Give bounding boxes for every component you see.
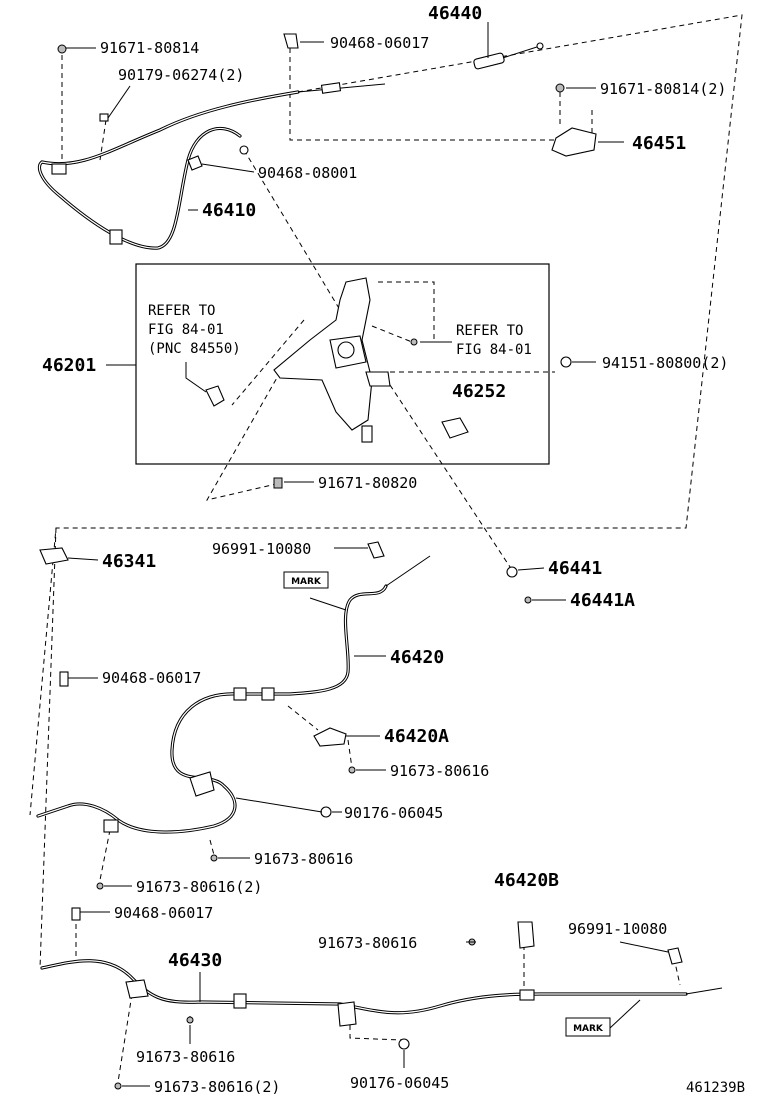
label-46420A: 46420A xyxy=(384,726,449,747)
label-91673-80616-d: 91673-80616 xyxy=(318,934,417,952)
mark-label-a: MARK xyxy=(291,577,322,587)
refer-left-line-2: FIG 84-01 xyxy=(148,322,224,338)
label-46420: 46420 xyxy=(390,647,444,668)
lever-assembly-box xyxy=(135,263,550,465)
label-91671-80814-b: 91671-80814(2) xyxy=(600,80,726,98)
label-90176-06045-a: 90176-06045 xyxy=(344,804,443,822)
label-46420B: 46420B xyxy=(494,870,559,891)
label-46451: 46451 xyxy=(632,133,686,154)
label-46430: 46430 xyxy=(168,950,222,971)
refer-left-line-3: (PNC 84550) xyxy=(148,341,241,357)
label-91671-80814-a: 91671-80814 xyxy=(100,39,199,57)
label-94151-80800: 94151-80800(2) xyxy=(602,354,728,372)
label-46201: 46201 xyxy=(42,355,96,376)
label-91673-80616-e: 91673-80616 xyxy=(136,1048,235,1066)
label-91673-80616-b: 91673-80616 xyxy=(254,850,353,868)
label-90176-06045-b: 90176-06045 xyxy=(350,1074,449,1092)
cables xyxy=(36,45,723,1015)
refer-left-line-1: REFER TO xyxy=(148,303,215,319)
label-91673-80616-f: 91673-80616(2) xyxy=(154,1078,280,1096)
label-91673-80616-a: 91673-80616 xyxy=(390,762,489,780)
label-90468-06017-b: 90468-06017 xyxy=(102,669,201,687)
label-91673-80616-c: 91673-80616(2) xyxy=(136,878,262,896)
mark-box-b xyxy=(565,1017,611,1037)
refer-right-line-1: REFER TO xyxy=(456,323,523,339)
label-90468-08001: 90468-08001 xyxy=(258,164,357,182)
label-46341: 46341 xyxy=(102,551,156,572)
label-46252: 46252 xyxy=(452,381,506,402)
leader-lines xyxy=(66,22,669,1087)
label-96991-10080-b: 96991-10080 xyxy=(568,920,667,938)
mark-box-a xyxy=(283,571,329,589)
label-90468-06017-c: 90468-06017 xyxy=(114,904,213,922)
parts xyxy=(39,33,683,1090)
refer-right-line-2: FIG 84-01 xyxy=(456,342,532,358)
label-46441: 46441 xyxy=(548,558,602,579)
label-90179-06274: 90179-06274(2) xyxy=(118,66,244,84)
label-90468-06017-a: 90468-06017 xyxy=(330,34,429,52)
label-46440: 46440 xyxy=(428,3,482,24)
label-91671-80820: 91671-80820 xyxy=(318,474,417,492)
label-46441A: 46441A xyxy=(570,590,635,611)
label-46410: 46410 xyxy=(202,200,256,221)
mark-label-b: MARK xyxy=(573,1024,604,1034)
label-96991-10080-a: 96991-10080 xyxy=(212,540,311,558)
figure-code: 461239B xyxy=(686,1080,745,1096)
part-labels: 46440 91671-80814 90468-06017 90179-0627… xyxy=(42,3,745,1096)
